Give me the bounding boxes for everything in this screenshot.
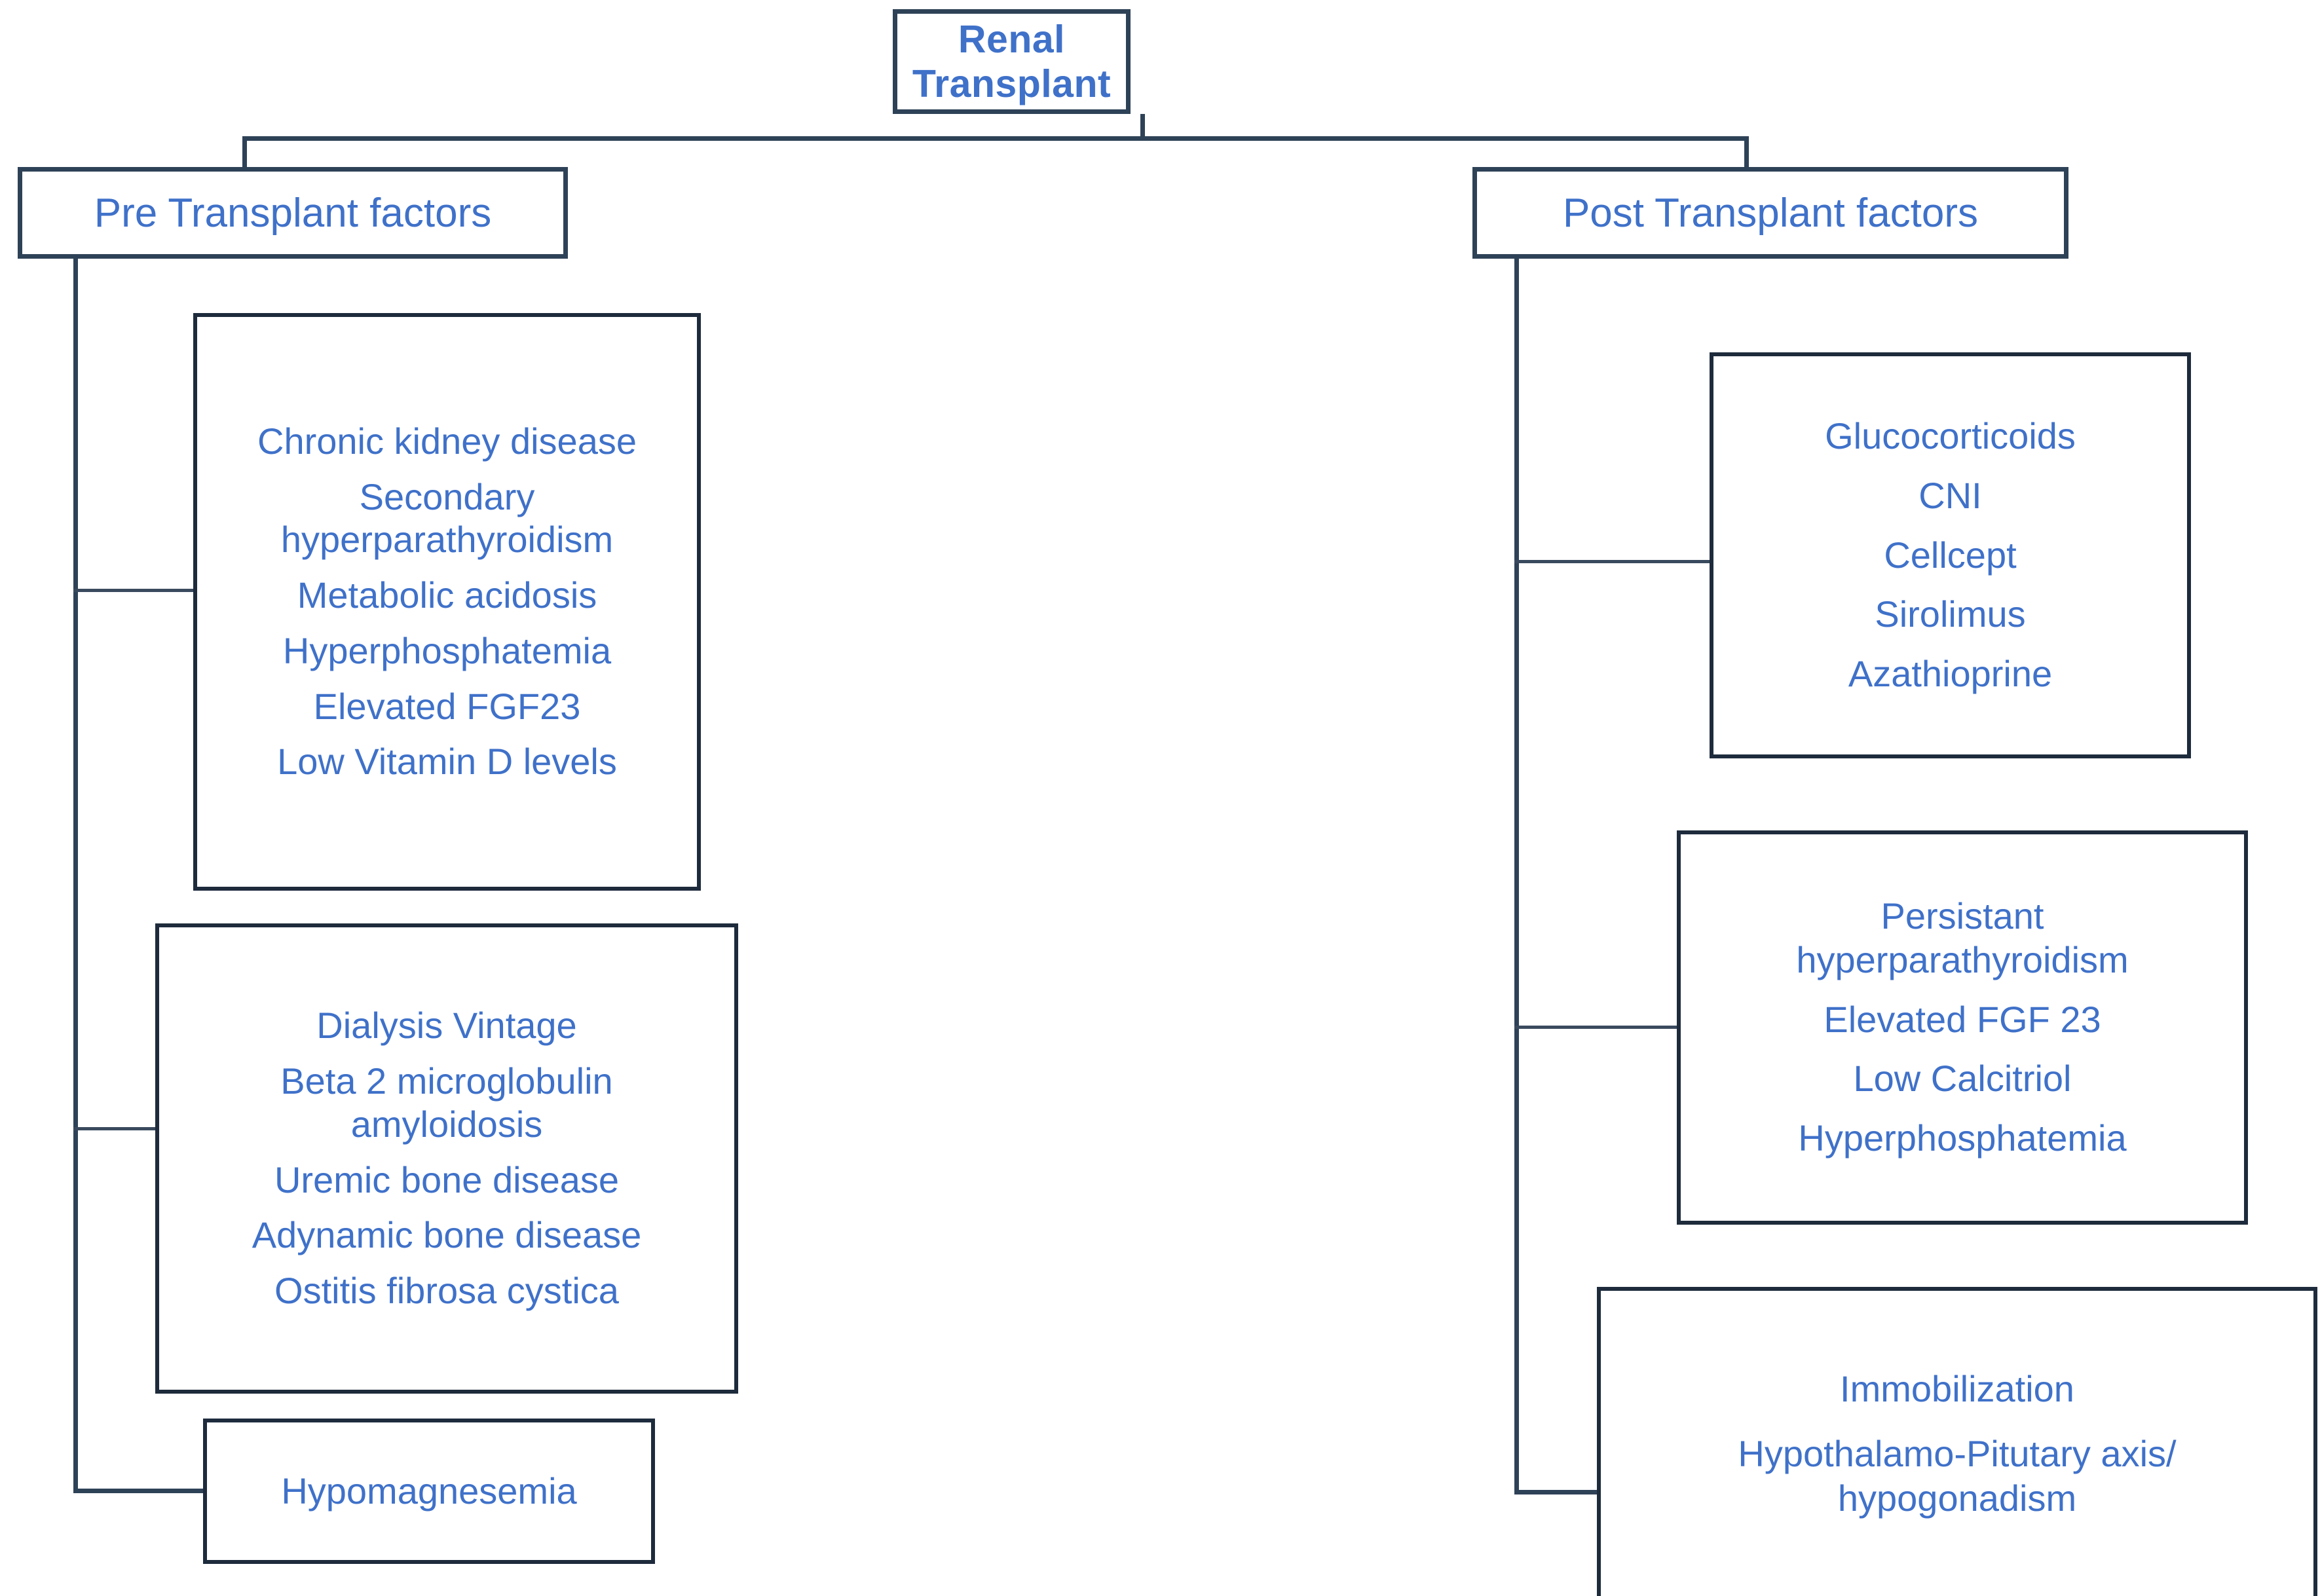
connector-pre-stub-3 (73, 1489, 206, 1493)
root-label: Renal Transplant (912, 18, 1112, 105)
post-medication-group-box[interactable]: Glucocorticoids CNI Cellcept Sirolimus A… (1710, 352, 2191, 758)
post-mineral-bone-group-box[interactable]: Persistant hyperparathyroidism Elevated … (1677, 830, 2248, 1225)
connector-drop-post (1744, 136, 1749, 169)
list-item: Immobilization (1840, 1367, 2074, 1409)
list-item: Cellcept (1884, 534, 2017, 576)
list-item: amyloidosis (350, 1103, 543, 1145)
list-item: Hyperphosphatemia (282, 629, 612, 671)
list-item: Beta 2 microglobulin (280, 1060, 613, 1102)
list-item: hyperparathyroidism (1796, 938, 2129, 980)
list-item: Metabolic acidosis (297, 574, 597, 616)
branch-pre-transplant[interactable]: Pre Transplant factors (18, 167, 568, 259)
branch-pre-label: Pre Transplant factors (94, 190, 492, 236)
list-item: Sirolimus (1875, 593, 2026, 635)
pre-ckd-group-box[interactable]: Chronic kidney disease Secondary hyperpa… (193, 313, 701, 891)
list-item: hyperparathyroidism (280, 519, 614, 561)
connector-post-stub-1 (1514, 560, 1712, 563)
branch-post-label: Post Transplant factors (1562, 190, 1979, 236)
list-item: Chronic kidney disease (257, 420, 637, 462)
connector-pre-stub-1 (73, 589, 195, 592)
pre-electrolyte-group-box[interactable]: Hypomagnesemia (203, 1419, 655, 1564)
post-endocrine-group-box[interactable]: Immobilization Hypothalamo-Pitutary axis… (1597, 1287, 2317, 1596)
list-item: CNI (1918, 474, 1982, 516)
list-item: Uremic bone disease (274, 1159, 620, 1200)
root-node[interactable]: Renal Transplant (893, 9, 1131, 114)
list-item: Persistant (1880, 895, 2044, 937)
list-item: Hypomagnesemia (281, 1470, 577, 1512)
list-item: Low Calcitriol (1853, 1058, 2072, 1100)
pre-dialysis-group-box[interactable]: Dialysis Vintage Beta 2 microglobulin am… (155, 923, 738, 1394)
connector-root-stem (1140, 114, 1145, 140)
list-item: Dialysis Vintage (316, 1005, 577, 1047)
list-item: Elevated FGF23 (313, 685, 581, 727)
list-item: Glucocorticoids (1825, 415, 2076, 457)
list-item: Hypothalamo-Pitutary axis/ (1738, 1432, 2177, 1474)
branch-post-transplant[interactable]: Post Transplant factors (1472, 167, 2068, 259)
connector-post-trunk (1514, 257, 1519, 1494)
list-item: Azathioprine (1848, 653, 2053, 695)
list-item: Ostitis fibrosa cystica (274, 1269, 619, 1311)
connector-post-stub-2 (1514, 1026, 1679, 1029)
connector-pre-stub-2 (73, 1127, 157, 1130)
list-item: Adynamic bone disease (252, 1214, 642, 1256)
connector-pre-trunk (73, 257, 78, 1493)
list-item: hypogonadism (1837, 1477, 2077, 1519)
connector-post-stub-3 (1514, 1490, 1600, 1494)
list-item: Secondary (359, 475, 535, 517)
list-item: Low Vitamin D levels (277, 741, 617, 783)
list-item: Hyperphosphatemia (1798, 1117, 2127, 1159)
connector-drop-pre (242, 136, 247, 169)
connector-main-horizontal (242, 136, 1749, 141)
list-item: Elevated FGF 23 (1824, 998, 2101, 1040)
